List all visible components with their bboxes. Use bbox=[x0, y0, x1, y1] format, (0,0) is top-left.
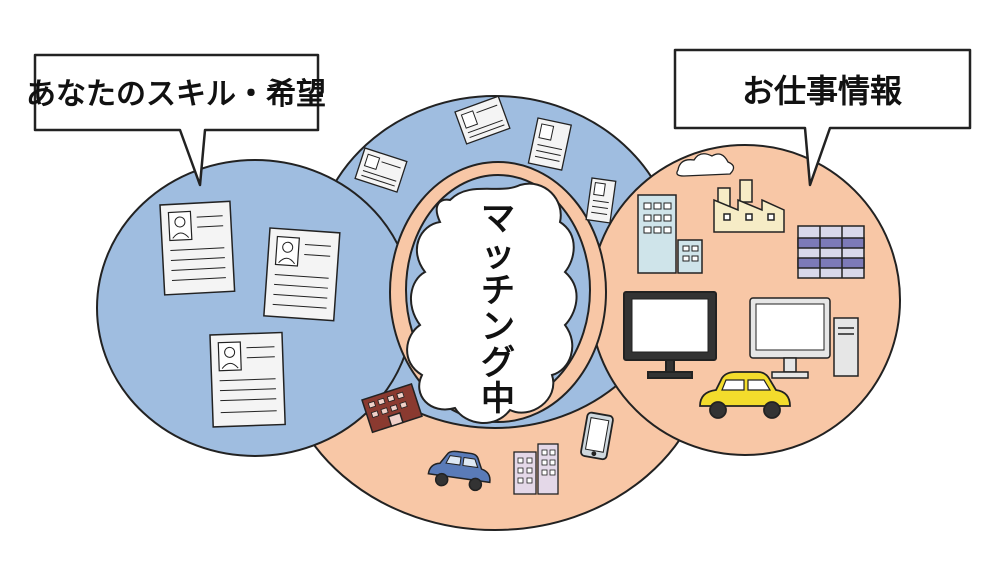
desktop-computer-icon bbox=[749, 297, 859, 379]
city-buildings-icon bbox=[513, 443, 559, 495]
matching-label: マッチング中 bbox=[481, 199, 515, 419]
cloud-icon bbox=[676, 153, 735, 177]
jobs-speech-bubble: お仕事情報 bbox=[673, 48, 972, 187]
matching-cloud: マッチング中 bbox=[406, 182, 578, 424]
paper-icon bbox=[454, 95, 511, 145]
smartphone-icon bbox=[580, 411, 614, 461]
blue-car-icon bbox=[427, 450, 491, 492]
resume-icon bbox=[209, 331, 286, 428]
resume-icon bbox=[159, 200, 236, 296]
skills-speech-bubble: あなたのスキル・希望 bbox=[26, 53, 326, 187]
jobs-label: お仕事情報 bbox=[742, 72, 902, 110]
red-building-icon bbox=[361, 382, 423, 434]
paper-icon bbox=[585, 177, 617, 224]
apartment-icon bbox=[797, 225, 865, 279]
monitor-icon bbox=[623, 291, 717, 379]
yellow-car-icon bbox=[699, 371, 791, 419]
paper-icon bbox=[527, 117, 573, 171]
paper-icon bbox=[354, 147, 408, 193]
factory-icon bbox=[713, 179, 785, 233]
resume-icon bbox=[263, 227, 341, 322]
skills-label: あなたのスキル・希望 bbox=[26, 77, 326, 112]
office-building-icon bbox=[637, 194, 703, 274]
